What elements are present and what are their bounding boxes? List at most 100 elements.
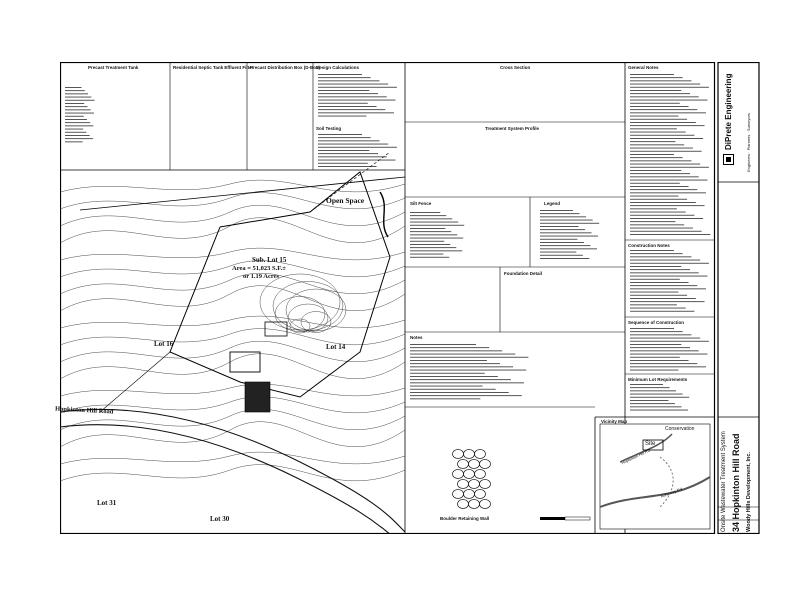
contour-line — [60, 285, 406, 312]
note-text-line — [630, 282, 689, 283]
note-text-line — [540, 219, 593, 221]
sub-lot-title: Sub. Lot 15 — [252, 256, 287, 264]
note-text-line — [65, 99, 95, 101]
cross-section-title: Cross Section — [500, 65, 531, 70]
note-text-line — [630, 218, 704, 219]
company-logo — [723, 154, 734, 165]
note-text-line — [630, 128, 677, 130]
boulder — [474, 489, 486, 499]
note-text-line — [630, 214, 695, 216]
soil-testing-title: Soil Testing — [316, 126, 342, 131]
note-text-line — [65, 135, 90, 136]
note-text-line — [630, 403, 675, 405]
boulder — [468, 459, 480, 469]
note-text-line — [410, 228, 446, 229]
note-text-line — [540, 213, 580, 215]
note-text-line — [318, 77, 371, 79]
note-text-line — [630, 83, 701, 85]
boulder — [479, 479, 491, 489]
boulder — [457, 479, 469, 489]
note-text-line — [410, 215, 447, 217]
vicinity-map-title: Vicinity Map — [601, 419, 628, 424]
knoll-contour — [300, 311, 332, 333]
vicinity-site-label: Site — [645, 441, 656, 447]
note-text-line — [410, 353, 516, 355]
note-text-line — [630, 112, 706, 114]
note-text-line — [630, 224, 685, 226]
note-text-line — [630, 189, 698, 191]
boulder — [452, 449, 464, 459]
note-text-line — [630, 90, 682, 91]
note-text-line — [630, 369, 679, 371]
note-text-line — [630, 304, 677, 306]
project-address: 34 Hopkinton Hill Road — [731, 433, 741, 532]
note-text-line — [540, 216, 587, 218]
note-text-line — [540, 248, 597, 250]
contour-line — [60, 421, 406, 448]
note-text-line — [318, 96, 387, 98]
note-text-line — [630, 234, 711, 235]
note-text-line — [318, 115, 367, 117]
lot-requirements-title: Minimum Lot Requirements — [628, 377, 688, 382]
lot-14-label: Lot 14 — [326, 343, 346, 351]
note-text-line — [410, 221, 459, 223]
note-text-line — [410, 363, 500, 365]
contour-line — [60, 464, 406, 482]
note-text-line — [65, 141, 83, 143]
lot-30-label: Lot 30 — [210, 515, 230, 523]
note-text-line — [410, 356, 529, 358]
note-text-line — [630, 294, 688, 296]
general-notes-title: General Notes — [628, 65, 659, 70]
note-text-line — [410, 231, 452, 233]
note-text-line — [318, 159, 396, 161]
knoll-contour — [289, 318, 311, 334]
note-text-line — [630, 115, 679, 117]
note-text-line — [630, 182, 680, 184]
note-text-line — [630, 363, 698, 365]
note-text-line — [630, 176, 699, 178]
boulder — [452, 469, 464, 479]
note-text-line — [630, 272, 699, 274]
note-text-line — [630, 141, 676, 143]
note-text-line — [630, 259, 701, 261]
boulder — [474, 469, 486, 479]
contour-line — [60, 396, 406, 414]
note-text-line — [540, 238, 578, 240]
notes-title: Notes — [410, 335, 423, 340]
note-text-line — [318, 83, 389, 85]
note-text-line — [410, 398, 481, 400]
note-text-line — [65, 103, 85, 104]
note-text-line — [410, 369, 527, 371]
note-text-line — [410, 395, 522, 397]
note-text-line — [630, 150, 702, 152]
boulder-wall-title: Boulder Retaining Wall — [440, 516, 490, 521]
note-text-line — [540, 251, 577, 253]
note-text-line — [630, 195, 679, 197]
note-text-line — [540, 254, 583, 256]
note-text-line — [630, 208, 677, 210]
note-text-line — [630, 366, 706, 368]
note-text-line — [630, 409, 689, 411]
note-text-line — [630, 253, 683, 255]
note-text-line — [630, 406, 682, 408]
note-text-line — [630, 230, 702, 232]
boulder — [479, 459, 491, 469]
note-text-line — [318, 166, 377, 167]
note-text-line — [65, 119, 87, 120]
boulder — [463, 469, 475, 479]
sub-lot-acres: or 1.19 Acres — [243, 273, 280, 280]
note-text-line — [630, 227, 693, 229]
boulder — [452, 489, 464, 499]
note-text-line — [630, 340, 709, 342]
lot-16-label: Lot 16 — [154, 340, 174, 348]
note-text-line — [630, 291, 679, 293]
contour-line — [60, 179, 406, 193]
boulder — [457, 459, 469, 469]
contour-line — [60, 217, 406, 244]
note-text-line — [318, 106, 377, 107]
note-text-line — [318, 146, 397, 148]
note-text-line — [630, 331, 683, 333]
note-text-line — [630, 298, 696, 299]
note-text-line — [630, 186, 689, 187]
boulder — [463, 489, 475, 499]
